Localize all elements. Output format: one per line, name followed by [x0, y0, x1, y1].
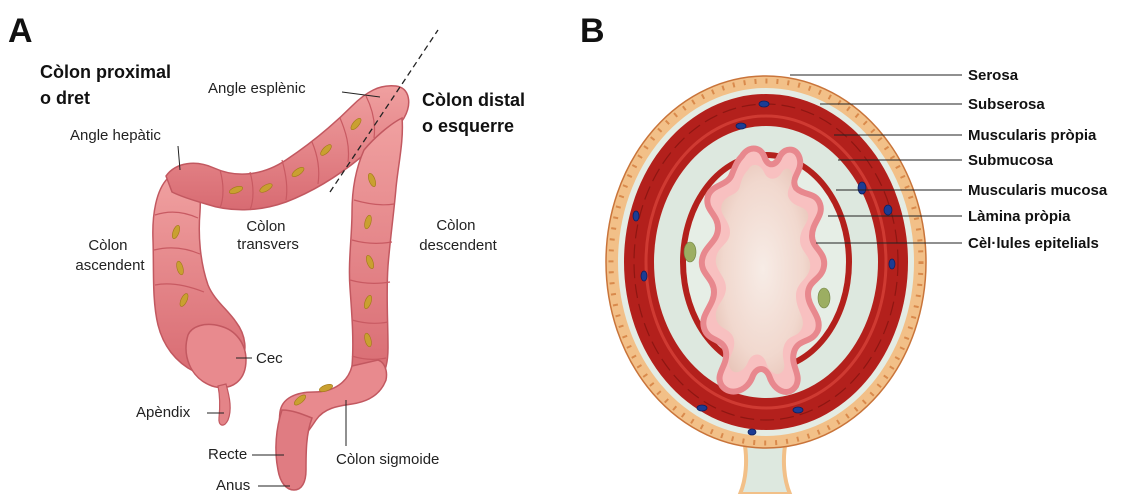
- label-colon-ascendent: Còlon ascendent: [75, 237, 145, 274]
- layer-labels: Serosa Subserosa Muscularis pròpia Submu…: [968, 67, 1108, 252]
- label-lamina-propria: Làmina pròpia: [968, 208, 1071, 225]
- panel-a: A: [8, 12, 530, 494]
- label-epithelial-cells: Cèl·lules epitelials: [968, 235, 1099, 252]
- label-muscularis-mucosa: Muscularis mucosa: [968, 182, 1108, 199]
- label-anus: Anus: [216, 477, 250, 494]
- label-recte: Recte: [208, 446, 247, 463]
- region-proximal: Còlon proximal o dret: [40, 62, 176, 108]
- label-serosa: Serosa: [968, 67, 1019, 84]
- label-angle-esplenic: Angle esplènic: [208, 80, 306, 97]
- label-submucosa: Submucosa: [968, 152, 1054, 169]
- colon-illustration: [153, 86, 409, 490]
- label-colon-transvers: Còlon transvers: [237, 218, 299, 253]
- label-subserosa: Subserosa: [968, 96, 1045, 113]
- rectum: [276, 410, 312, 490]
- appendix: [218, 384, 230, 425]
- panel-b: B: [580, 12, 1108, 494]
- label-muscularis-propria: Muscularis pròpia: [968, 127, 1097, 144]
- panel-b-letter: B: [580, 12, 605, 50]
- label-colon-sigmoide: Còlon sigmoide: [336, 451, 439, 468]
- region-distal: Còlon distal o esquerre: [422, 90, 530, 136]
- label-apendix: Apèndix: [136, 404, 191, 421]
- label-angle-hepatic: Angle hepàtic: [70, 127, 161, 144]
- panel-a-letter: A: [8, 12, 33, 50]
- label-colon-descendent: Còlon descendent: [419, 217, 497, 254]
- label-cec: Cec: [256, 350, 283, 367]
